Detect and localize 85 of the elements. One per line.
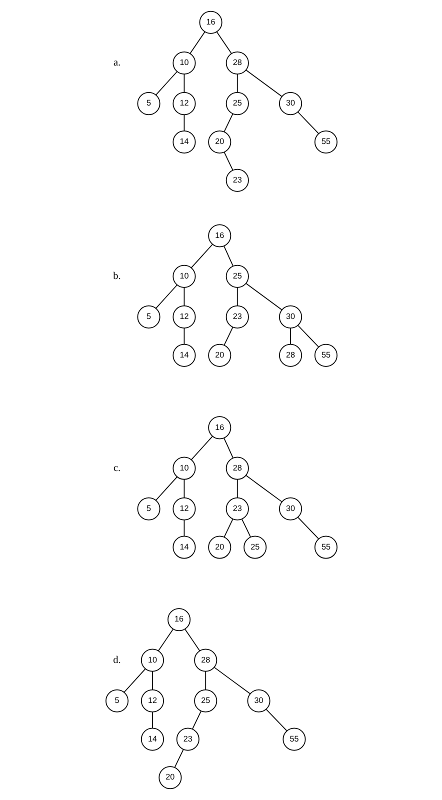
node-circle: 23 — [225, 305, 248, 328]
connector — [183, 520, 184, 537]
label: b. — [112, 271, 120, 282]
node-circle: 10 — [140, 648, 164, 672]
connector — [204, 671, 206, 690]
label: a. — [112, 58, 120, 69]
connector — [155, 284, 177, 309]
node-circle: 5 — [105, 689, 128, 712]
node-circle: 12 — [140, 689, 164, 712]
node-circle: 14 — [172, 344, 196, 367]
connector — [245, 283, 282, 310]
node-circle: 14 — [172, 130, 196, 154]
node-circle: 30 — [246, 689, 270, 712]
node-circle: 20 — [208, 344, 231, 367]
node-circle: 12 — [172, 305, 196, 328]
node-circle: 55 — [314, 536, 337, 559]
node-circle: 30 — [278, 305, 302, 328]
node-circle: 10 — [172, 456, 196, 480]
node-circle: 55 — [314, 130, 337, 154]
node-circle: 28 — [194, 648, 217, 672]
node-circle: 20 — [208, 536, 231, 559]
connector — [245, 70, 282, 97]
node-circle: 25 — [225, 264, 248, 288]
connector — [174, 749, 184, 768]
node-circle: 5 — [136, 305, 160, 328]
node-circle: 16 — [208, 224, 231, 248]
node-circle: 10 — [172, 51, 196, 74]
node-circle: 28 — [225, 456, 248, 480]
connector — [155, 476, 177, 501]
connector — [297, 112, 318, 134]
node-circle: 14 — [140, 728, 164, 751]
node-circle: 28 — [278, 344, 302, 367]
connector — [236, 287, 238, 306]
connector — [183, 287, 184, 306]
connector — [183, 114, 184, 132]
connector — [183, 328, 184, 345]
connector — [223, 246, 233, 266]
node-circle: 55 — [282, 728, 306, 751]
node-circle: 12 — [172, 92, 196, 116]
connector — [157, 628, 174, 652]
connector — [183, 479, 184, 498]
connector — [241, 518, 250, 538]
connector — [236, 479, 238, 498]
node-circle: 28 — [225, 51, 248, 74]
connector — [245, 475, 282, 502]
node-circle: 16 — [208, 416, 231, 440]
node-circle: 30 — [278, 92, 302, 116]
node-circle: 30 — [278, 497, 302, 520]
node-circle: 25 — [243, 536, 266, 559]
connector — [184, 628, 200, 652]
connector — [265, 708, 287, 732]
connector — [155, 71, 177, 96]
connector — [297, 517, 318, 540]
node-circle: 12 — [172, 497, 196, 520]
node-circle: 20 — [158, 766, 182, 790]
connector — [190, 436, 212, 460]
connector — [297, 325, 318, 348]
label: d. — [112, 654, 120, 666]
node-circle: 16 — [167, 608, 190, 632]
node-circle: 55 — [314, 344, 337, 367]
connector — [223, 113, 233, 132]
connector — [223, 152, 233, 170]
node-circle: 23 — [225, 168, 248, 192]
connector — [216, 31, 232, 54]
connector — [183, 74, 184, 93]
connector — [192, 710, 201, 730]
connector — [223, 326, 233, 346]
node-circle: 25 — [225, 92, 248, 116]
node-circle: 23 — [225, 497, 248, 520]
connector — [190, 244, 212, 268]
connector — [189, 31, 205, 54]
node-circle: 16 — [198, 10, 222, 34]
connector — [123, 668, 146, 693]
connector — [236, 74, 238, 93]
node-circle: 20 — [208, 130, 231, 154]
connector — [223, 518, 233, 538]
node-circle: 14 — [172, 536, 196, 559]
node-circle: 5 — [136, 497, 160, 520]
connector — [223, 437, 233, 458]
label: c. — [112, 463, 120, 474]
node-circle: 25 — [194, 689, 217, 712]
node-circle: 5 — [136, 92, 160, 116]
node-circle: 10 — [172, 264, 196, 288]
node-circle: 23 — [176, 728, 199, 751]
connector — [213, 667, 250, 694]
